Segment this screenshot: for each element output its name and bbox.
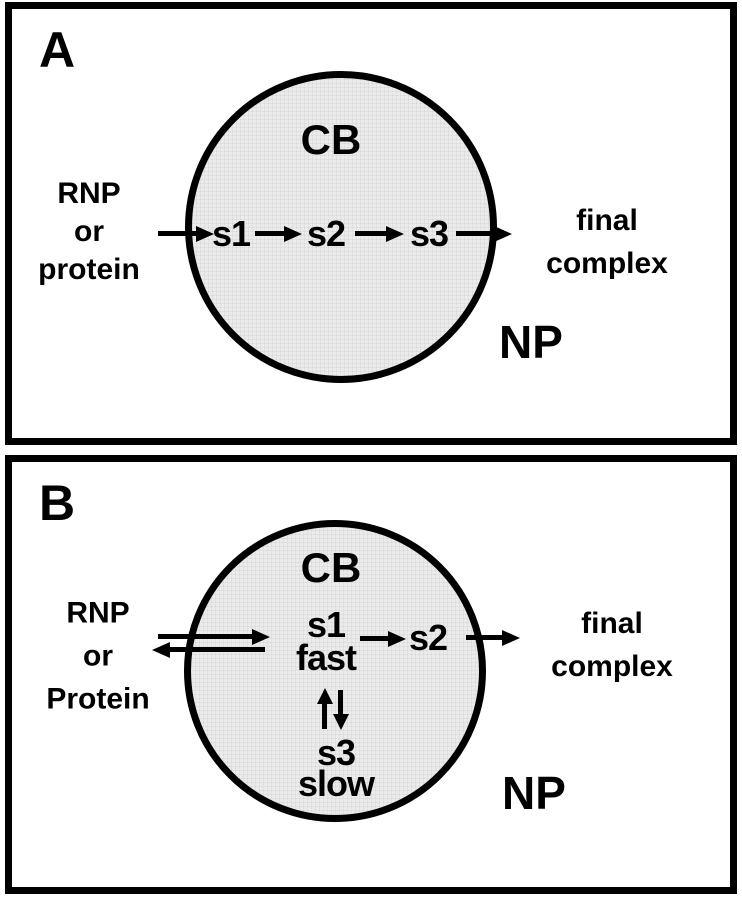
output-line-1: final [581,607,643,640]
input-line-3: protein [38,253,140,286]
state-s2-b: s2 [408,617,448,658]
rate-fast-b: fast [295,637,357,678]
state-s1-a: s1 [211,213,251,254]
arrow-s1-s2-icon-a [255,231,284,236]
input-line-1: RNP [66,596,130,630]
arrow-s2-s3-icon-a [355,231,386,236]
output-line-1: final [576,204,638,237]
input-line-1: RNP [57,177,121,210]
fast-state-label-b: s1 fast [295,604,357,678]
np-label-b: NP [502,767,566,819]
state-s3-b: s3 [316,732,356,773]
exit-arrow-icon-a [456,231,494,236]
arrow-s1-s2-icon-b [360,636,388,641]
state-s1-b: s1 [306,604,346,645]
cb-label-a: CB [300,116,362,163]
arrow-up-s3-s1-icon-b [322,704,327,729]
return-arrow-icon-b [170,647,265,652]
input-line-2: or [82,639,113,673]
output-label-b: final complex [551,602,673,688]
np-label-a: NP [499,316,563,368]
output-line-2: complex [546,247,668,280]
input-label-b: RNP or Protein [46,592,149,721]
output-line-2: complex [551,650,673,683]
arrow-down-s1-s3-icon-b [338,690,343,714]
state-s3-a: s3 [409,213,449,254]
slow-state-label-b: s3 slow [297,732,375,804]
panel-a-label: A [39,22,76,78]
cb-label-b: CB [300,544,362,591]
input-line-2: or [73,215,104,248]
entry-arrow-icon-a [158,231,196,236]
output-label-a: final complex [546,199,668,285]
input-line-3: Protein [46,682,150,716]
rate-slow-b: slow [297,763,375,804]
entry-arrow-icon-b [158,634,252,639]
input-label-a: RNP or protein [38,175,140,289]
panel-b-label: B [39,475,76,531]
state-s2-a: s2 [306,213,346,254]
cb-compartment-circle-b [184,520,486,822]
exit-arrow-icon-b [466,635,502,640]
